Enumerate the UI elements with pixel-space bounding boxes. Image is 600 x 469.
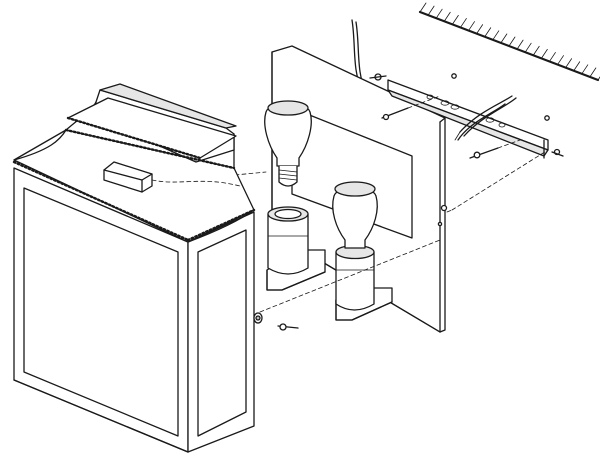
ceiling-hatch-mark — [540, 48, 548, 59]
ceiling-hatch-mark — [460, 18, 467, 28]
ballast-box — [103, 161, 241, 193]
ceiling-hatch-mark — [419, 2, 427, 13]
ceiling-hatch-mark — [565, 58, 573, 69]
ceiling-hatch-mark — [476, 24, 484, 35]
ceiling-hatch-mark — [532, 45, 540, 56]
ceiling-hatch-mark — [435, 8, 443, 19]
ceiling-hatch-mark — [516, 39, 524, 50]
ceiling-hatch-mark — [484, 27, 492, 38]
side-set-screw — [253, 312, 299, 331]
ceiling-hatch-mark — [581, 64, 589, 75]
bracket-screw — [369, 73, 564, 159]
lantern-housing — [13, 167, 255, 453]
socket — [266, 206, 326, 291]
ceiling-hatch-mark — [427, 5, 435, 16]
ceiling-hatch-mark — [443, 11, 451, 22]
ceiling-hatch-mark — [589, 67, 597, 78]
ceiling-hatch-mark — [508, 36, 516, 47]
ceiling-hatch-mark — [573, 61, 581, 72]
ceiling-hatch-mark — [597, 76, 600, 81]
ceiling-hatch-mark — [451, 14, 459, 25]
ceiling-hatch — [418, 2, 600, 82]
bulb — [264, 100, 312, 187]
ceiling-hatch-mark — [524, 42, 532, 53]
bulb — [332, 181, 378, 249]
ceiling-hatch-mark — [557, 55, 564, 65]
ceiling-hatch-mark — [500, 33, 508, 44]
ceiling-hatch-mark — [468, 21, 475, 31]
ceiling-hatch-mark — [492, 30, 500, 41]
ceiling-hatch-mark — [549, 52, 556, 62]
socket — [335, 244, 393, 321]
wire-leads — [454, 95, 517, 141]
